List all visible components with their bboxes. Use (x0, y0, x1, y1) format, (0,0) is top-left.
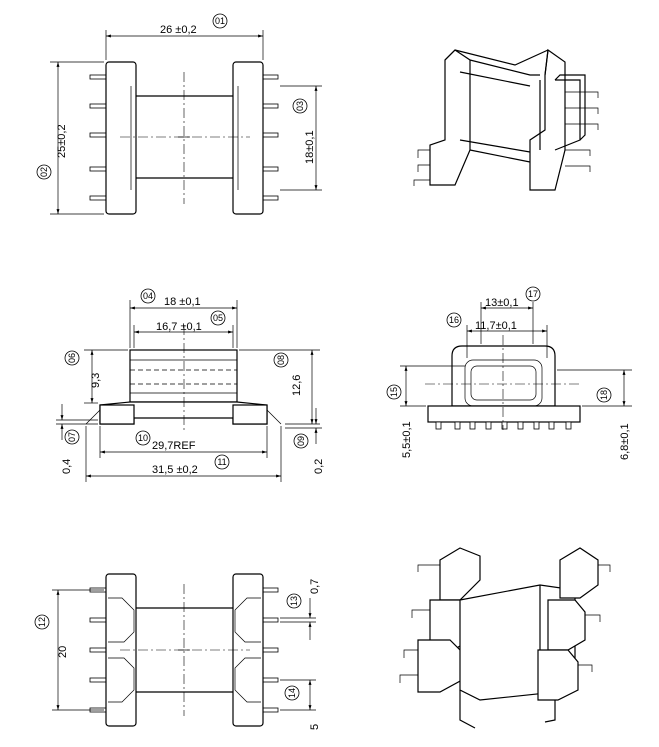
dim-16-text: 11,7±0,1 (475, 320, 517, 332)
flange-left (105, 61, 137, 215)
tag-17: 17 (528, 289, 538, 299)
tag-09: 09 (296, 436, 306, 446)
dim-07-text: 0,4 (61, 459, 73, 474)
tag-18: 18 (599, 390, 609, 400)
tag-11: 11 (217, 457, 226, 467)
tag-06: 06 (67, 353, 77, 363)
dim-03-text: 18±0,1 (304, 130, 316, 164)
tag-12: 12 (37, 617, 47, 627)
tag-15: 15 (389, 387, 399, 397)
dim-08-text: 12,6 (291, 375, 303, 396)
dim-11-text: 31,5 ±0,2 (152, 464, 198, 476)
flange-right (232, 61, 264, 215)
dim-17-text: 13±0,1 (485, 297, 519, 309)
dim-01-text: 26 ±0,2 (160, 24, 197, 36)
tag-04: 04 (143, 291, 153, 301)
tag-08: 08 (276, 355, 286, 365)
dim-05-text: 16,7 ±0,1 (156, 321, 202, 333)
front-view: 18 ±0,1 04 16,7 ±0,1 05 9,3 06 0,4 07 12… (56, 288, 325, 482)
tag-01: 01 (215, 16, 225, 26)
pins-right-top (261, 74, 279, 201)
pins-right-bottom (261, 587, 279, 713)
side-pins (435, 421, 572, 430)
tag-03: 03 (295, 101, 305, 111)
dim-15-text: 5,5±0,1 (401, 421, 413, 458)
dim-04-text: 18 ±0,1 (164, 296, 201, 308)
bottom-view: 20 12 0,7 13 5 14 (34, 573, 321, 730)
tag-02: 02 (39, 167, 49, 177)
dim-09-text: 0,2 (313, 459, 325, 474)
dim-10-text: 29,7REF (152, 440, 196, 452)
dim-18-text: 6,8±0,1 (619, 423, 631, 460)
tag-07: 07 (67, 432, 77, 442)
tag-16: 16 (449, 315, 459, 325)
dim-14-text: 5 (309, 724, 321, 730)
tag-10: 10 (138, 433, 148, 443)
dim-06-text: 9,3 (90, 373, 102, 388)
tag-05: 05 (213, 313, 223, 323)
top-view: 26 ±0,2 01 25±0,2 02 18±0,1 03 (36, 13, 322, 215)
pins-left-bottom (89, 587, 107, 713)
dim-13-text: 0,7 (309, 579, 321, 594)
isometric-view-bottom (399, 547, 611, 729)
dim-12-text: 20 (57, 646, 69, 658)
side-view: 13±0,1 17 11,7±0,1 16 5,5±0,1 15 6,8±0,1… (386, 286, 632, 460)
tag-13: 13 (289, 596, 299, 606)
isometric-view-top (413, 48, 599, 191)
dim-02-text: 25±0,2 (56, 124, 68, 158)
pins-left-top (89, 74, 107, 201)
tag-14: 14 (287, 688, 297, 698)
